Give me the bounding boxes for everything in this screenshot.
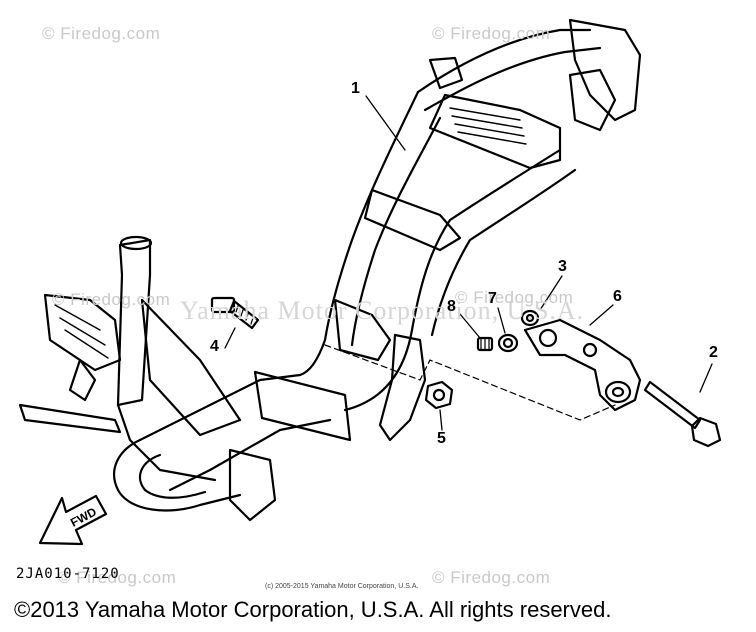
frame-front-bracket <box>43 293 122 372</box>
callout-3: 3 <box>558 258 567 275</box>
frame-front-bar <box>18 403 122 434</box>
watermark-mid-right: © Firedog.com <box>455 288 574 307</box>
frame-floor-rail-upper <box>138 373 302 442</box>
bushing-7 <box>497 333 519 353</box>
callout-7: 7 <box>488 290 497 307</box>
callout-5: 5 <box>437 430 446 447</box>
part-code: 2JA010-7120 <box>16 566 120 582</box>
frame-rear-hook <box>428 56 464 90</box>
frame-mount-plate-right <box>378 333 427 442</box>
engine-bracket-6 <box>523 318 642 412</box>
bolt-2 <box>643 380 722 448</box>
callout-2: 2 <box>709 344 718 361</box>
nut-8 <box>476 336 494 352</box>
collar-3 <box>520 309 540 327</box>
main-frame <box>18 18 642 522</box>
frame-floor-plate <box>228 448 277 522</box>
leader-7 <box>497 307 506 334</box>
frame-floor-rail-lower <box>168 418 332 492</box>
leader-1 <box>365 95 406 151</box>
frame-floor-cross <box>253 370 352 442</box>
frame-rear-rail-right-outer <box>430 168 577 337</box>
assembly-dashed-line <box>324 344 616 421</box>
frame-rear-rail-lower <box>423 46 602 112</box>
frame-rear-upper-bracket <box>568 18 642 122</box>
watermark-bottom-right: © Firedog.com <box>432 568 551 587</box>
frame-front-lower <box>116 403 217 482</box>
frame-cross-member <box>363 188 462 252</box>
frame-front-u-tube-inner <box>138 453 207 499</box>
frame-seat-bracket-ribs <box>449 107 527 145</box>
callout-4: 4 <box>210 338 219 355</box>
copyright-notice: ©2013 Yamaha Motor Corporation, U.S.A. A… <box>14 597 612 622</box>
watermark-large: Yamaha Motor Corporation, U.S.A. <box>180 296 585 325</box>
frame-down-left <box>298 338 327 377</box>
frame-rear-side-plate <box>568 68 617 132</box>
watermark-bottom-left: © Firedog.com <box>58 568 177 587</box>
frame-rear-rail-upper <box>416 28 592 94</box>
callout-8: 8 <box>447 298 456 315</box>
leader-5 <box>439 409 443 431</box>
frame-rear-rail-right <box>410 148 562 332</box>
watermark-top-left: © Firedog.com <box>42 24 161 43</box>
frame-seat-bracket <box>428 93 562 170</box>
frame-head-pipe-top <box>119 235 153 251</box>
nut-5 <box>424 380 454 410</box>
leader-4 <box>224 327 236 349</box>
callout-6: 6 <box>613 288 622 305</box>
frame-front-stay <box>68 358 97 402</box>
frame-mid-plate <box>333 298 392 362</box>
frame-rear-rail-left-inner <box>350 116 442 347</box>
watermark-mid-left: © Firedog.com <box>52 290 171 309</box>
callout-1: 1 <box>351 80 360 97</box>
leader-lines <box>224 95 713 431</box>
frame-down-right <box>343 328 414 412</box>
leader-2 <box>699 363 713 393</box>
small-copyright: (c) 2005-2015 Yamaha Motor Corporation, … <box>265 583 419 590</box>
leader-6 <box>589 304 614 326</box>
frame-rear-rail-left <box>323 90 420 342</box>
watermark-top-right: © Firedog.com <box>432 24 551 43</box>
frame-front-u-tube-outer <box>113 438 242 512</box>
fwd-arrow: FWD <box>38 494 108 546</box>
leader-8 <box>459 313 481 339</box>
frame-front-bracket-ribs <box>54 304 109 359</box>
frame-head-gusset <box>140 298 242 437</box>
bolt-4 <box>210 296 260 330</box>
leader-3 <box>539 275 563 311</box>
